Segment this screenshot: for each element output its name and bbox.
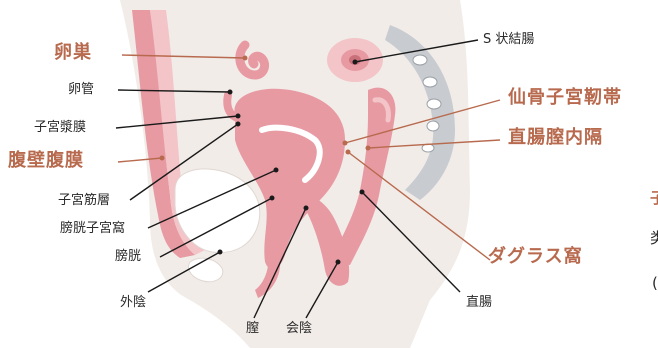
label-sigmoid: S 状結腸 [483, 33, 534, 46]
label-rectovaginal: 直腸膣内隔 [508, 129, 603, 147]
label-perineum: 会陰 [286, 322, 312, 335]
label-uterosacral: 仙骨子宮靭帯 [508, 89, 622, 107]
label-vulva: 外陰 [120, 296, 146, 309]
label-vesicouterine: 膀胱子宮窩 [60, 222, 125, 235]
edge-fragment-top: 子 [650, 187, 658, 208]
label-myometrium: 子宮筋層 [58, 194, 110, 207]
label-vagina: 膣 [246, 322, 259, 335]
label-ovary: 卵巣 [54, 44, 92, 62]
label-rectum: 直腸 [466, 296, 492, 309]
label-oviduct: 卵管 [68, 83, 94, 96]
label-douglas: ダグラス窩 [488, 248, 583, 266]
edge-fragment-middle: 类 [650, 227, 658, 248]
label-serosa: 子宮漿膜 [34, 121, 86, 134]
label-bladder: 膀胱 [115, 250, 141, 263]
edge-fragment-bottom: ( [652, 274, 658, 292]
label-peritoneum: 腹壁腹膜 [8, 152, 84, 170]
